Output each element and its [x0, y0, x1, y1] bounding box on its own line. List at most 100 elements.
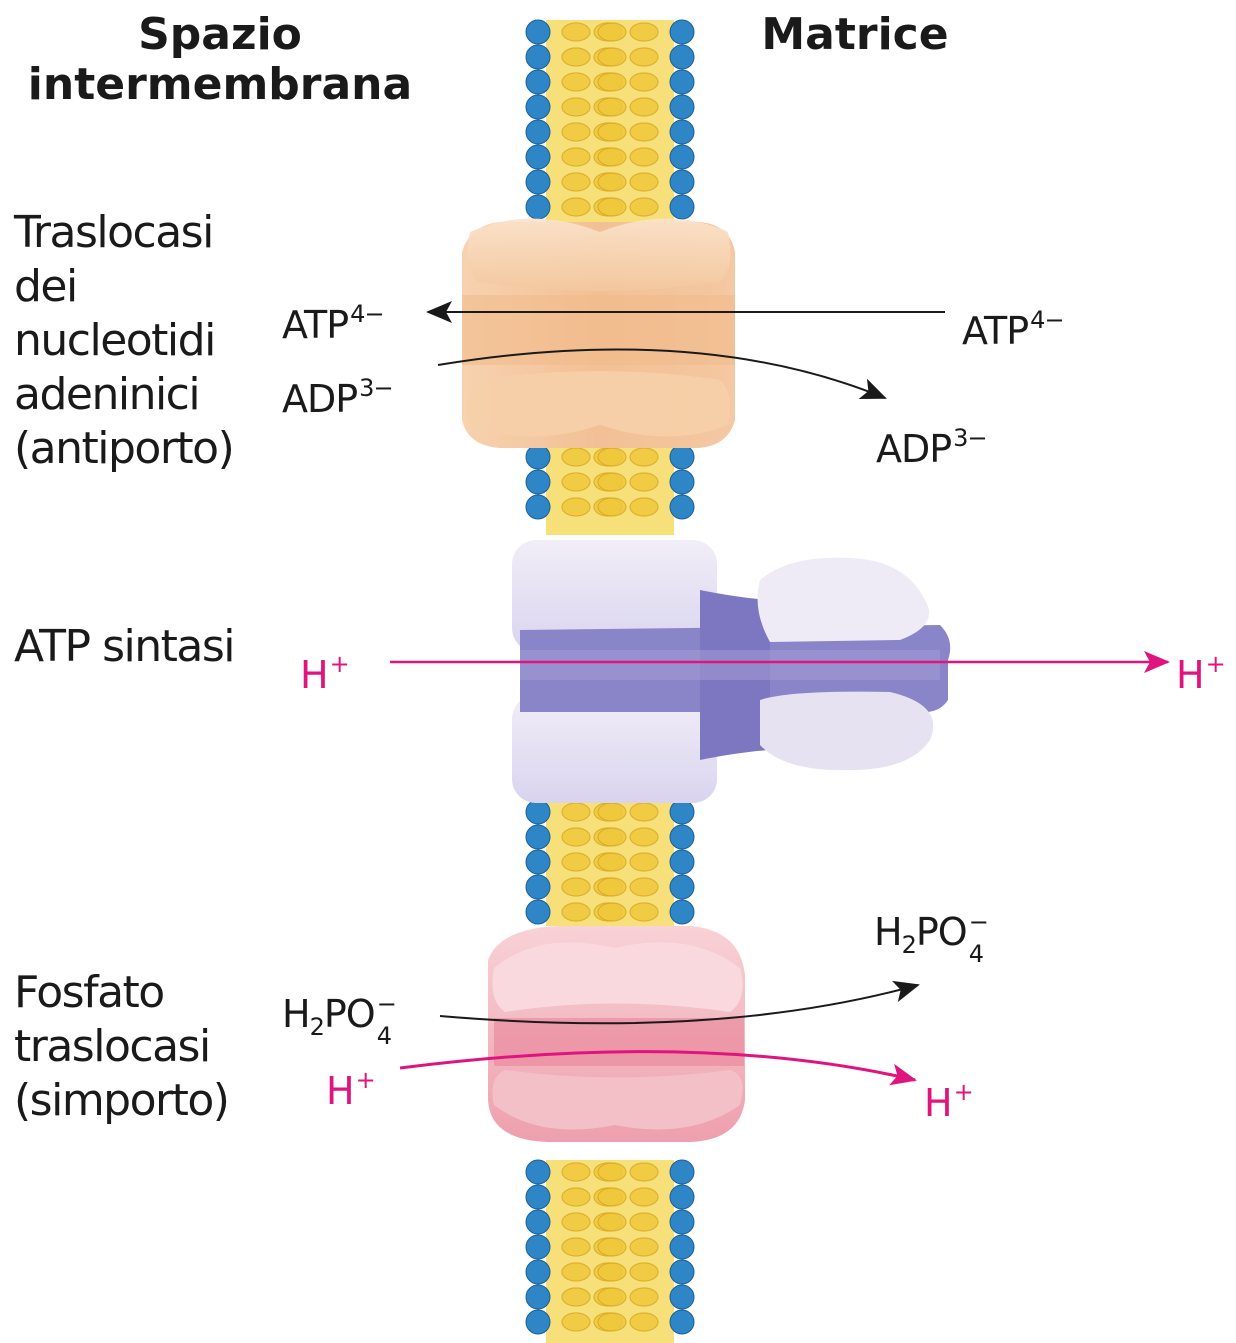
lipid-head: [526, 45, 550, 69]
lipid-tail: [630, 853, 658, 871]
symport-proton-left-label: H+: [326, 1058, 375, 1113]
lipid-tail: [598, 73, 626, 91]
lipid-head: [526, 20, 550, 44]
lipid-tail: [630, 803, 658, 821]
lipid-tail: [562, 1238, 590, 1256]
phosphate-right-label: H2PO−4: [874, 910, 989, 967]
lipid-tail: [630, 73, 658, 91]
lipid-head: [670, 1210, 694, 1234]
lipid-tail: [562, 148, 590, 166]
adp-right-label: ADP3−: [876, 416, 987, 471]
lipid-tail: [562, 123, 590, 141]
label-line: adeninici: [14, 368, 233, 422]
lipid-tail: [630, 878, 658, 896]
matrix-header: Matrice: [730, 10, 980, 60]
lipid-head: [526, 145, 550, 169]
lipid-tail: [598, 803, 626, 821]
lipid-tail: [562, 828, 590, 846]
lipid-tail: [598, 1163, 626, 1181]
lipid-head: [526, 495, 550, 519]
lipid-head: [526, 1185, 550, 1209]
label-line: nucleotidi: [14, 314, 233, 368]
lipid-tail: [598, 473, 626, 491]
lipid-tail: [562, 1288, 590, 1306]
lipid-tail: [598, 198, 626, 216]
lipid-tail: [598, 173, 626, 191]
lipid-head: [670, 70, 694, 94]
lipid-tail: [630, 148, 658, 166]
lipid-head: [526, 170, 550, 194]
lipid-tail: [562, 48, 590, 66]
phosphate-translocase-label: Fosfato traslocasi (simporto): [14, 966, 228, 1128]
lipid-head: [670, 825, 694, 849]
lipid-head: [670, 900, 694, 924]
lipid-tail: [562, 1188, 590, 1206]
lipid-tail: [562, 803, 590, 821]
lipid-head: [526, 195, 550, 219]
label-line: Fosfato: [14, 966, 228, 1020]
lipid-tail: [598, 98, 626, 116]
lipid-head: [526, 470, 550, 494]
lipid-head: [670, 45, 694, 69]
label-line: Traslocasi: [14, 206, 233, 260]
lipid-head: [670, 445, 694, 469]
matrix-header-text: Matrice: [730, 10, 980, 60]
phosphate-translocase-protein: [488, 926, 745, 1142]
lipid-head: [670, 1260, 694, 1284]
lipid-tail: [562, 73, 590, 91]
lipid-tail: [598, 1288, 626, 1306]
lipid-tail: [598, 828, 626, 846]
label-line: (simporto): [14, 1074, 228, 1128]
lipid-tail: [562, 473, 590, 491]
lipid-tail: [630, 98, 658, 116]
lipid-head: [670, 1235, 694, 1259]
translocase-label: Traslocasi dei nucleotidi adeninici (ant…: [14, 206, 233, 476]
lipid-head: [670, 145, 694, 169]
lipid-head: [526, 120, 550, 144]
lipid-head: [526, 875, 550, 899]
lipid-tail: [562, 878, 590, 896]
lipid-tail: [562, 1213, 590, 1231]
lipid-tail: [598, 853, 626, 871]
phosphate-left-label: H2PO−4: [282, 992, 397, 1049]
lipid-tail: [562, 448, 590, 466]
adp-left-label: ADP3−: [282, 366, 393, 421]
lipid-tail: [630, 1213, 658, 1231]
intermembrane-space-header: Spazio intermembrana: [20, 10, 420, 110]
lipid-tail: [630, 173, 658, 191]
proton-left-label: H+: [300, 642, 349, 697]
lipid-tail: [630, 828, 658, 846]
atp-right-label: ATP4−: [962, 298, 1064, 353]
lipid-tail: [598, 448, 626, 466]
lipid-tail: [630, 498, 658, 516]
header-line-2: intermembrana: [20, 60, 420, 110]
lipid-tail: [598, 878, 626, 896]
lipid-tail: [630, 903, 658, 921]
lipid-head: [526, 1160, 550, 1184]
lipid-tail: [598, 48, 626, 66]
lipid-tail: [630, 1238, 658, 1256]
lipid-head: [526, 900, 550, 924]
lipid-tail: [630, 1288, 658, 1306]
lipid-head: [526, 1210, 550, 1234]
lipid-tail: [598, 498, 626, 516]
lipid-tail: [630, 123, 658, 141]
lipid-head: [670, 1160, 694, 1184]
label-line: dei: [14, 260, 233, 314]
lipid-tail: [630, 1313, 658, 1331]
lipid-tail: [598, 1263, 626, 1281]
lipid-head: [670, 95, 694, 119]
lipid-tail: [630, 48, 658, 66]
lipid-tail: [630, 1188, 658, 1206]
lipid-head: [670, 20, 694, 44]
lipid-head: [670, 850, 694, 874]
label-line: (antiporto): [14, 422, 233, 476]
lipid-head: [670, 120, 694, 144]
label-line: traslocasi: [14, 1020, 228, 1074]
atp-synthase-label: ATP sintasi: [14, 620, 234, 674]
lipid-head: [670, 875, 694, 899]
atp-left-label: ATP4−: [282, 292, 384, 347]
lipid-head: [526, 1260, 550, 1284]
lipid-head: [526, 800, 550, 824]
